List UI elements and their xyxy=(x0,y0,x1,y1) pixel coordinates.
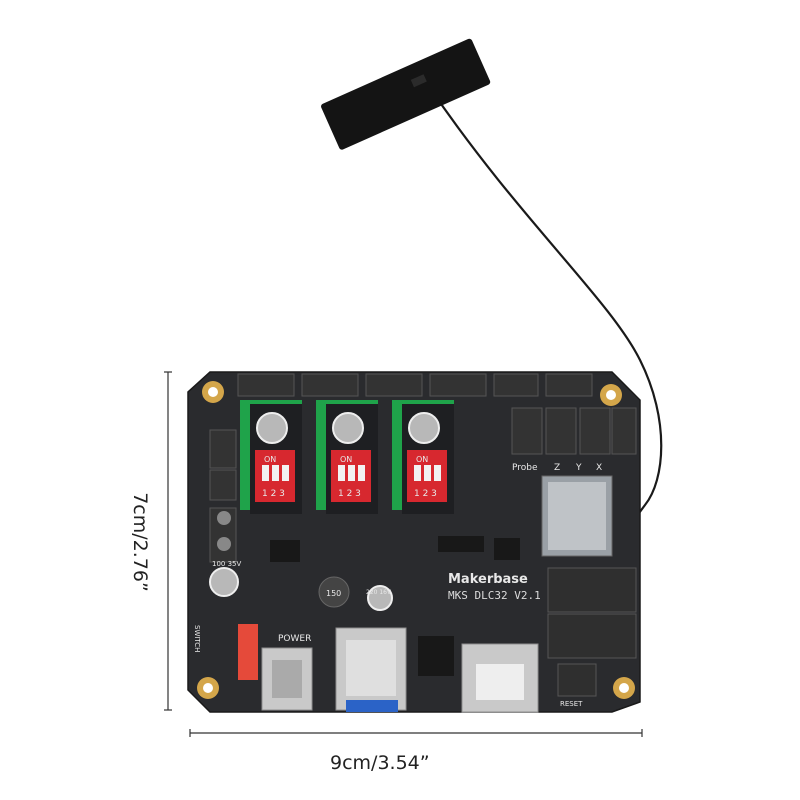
endstop-connectors xyxy=(511,407,637,455)
label-power: POWER xyxy=(278,634,311,644)
stepper-driver-2 xyxy=(316,400,378,514)
esp32-module xyxy=(541,475,613,557)
board-model: MKS DLC32 V2.1 xyxy=(448,589,541,602)
power-switch xyxy=(238,624,258,680)
sd-card-slot xyxy=(461,643,539,713)
inductor-label: 150 xyxy=(326,589,341,598)
ribbon-headers xyxy=(547,567,637,697)
dip-on-3: ON xyxy=(416,455,428,464)
pcb-board xyxy=(187,371,641,713)
cap-label: 100 35V xyxy=(212,560,241,568)
label-reset: RESET xyxy=(560,700,583,708)
stepper-driver-1 xyxy=(240,400,302,514)
label-y: Y xyxy=(575,463,582,473)
dc-power-jack xyxy=(261,647,313,711)
mounting-holes xyxy=(197,381,635,699)
label-probe: Probe xyxy=(512,463,538,473)
top-connector-row xyxy=(237,373,593,397)
dimension-lines xyxy=(164,371,643,737)
dip-numbers-2: 1 2 3 xyxy=(338,489,361,499)
stepper-driver-3 xyxy=(392,400,454,514)
label-z: Z xyxy=(554,463,560,473)
dip-on-2: ON xyxy=(340,455,352,464)
width-dimension-label: 9cm/3.54” xyxy=(330,752,430,774)
cap-label-2: 220 16V xyxy=(366,589,392,596)
wifi-antenna-patch xyxy=(321,38,491,150)
pcb-silkscreen: Makerbase MKS DLC32 V2.1 POWER Probe Z Y… xyxy=(193,455,602,708)
height-dimension-label: 7cm/2.76” xyxy=(129,492,151,592)
dip-numbers-3: 1 2 3 xyxy=(414,489,437,499)
dip-numbers-1: 1 2 3 xyxy=(262,489,285,499)
label-x: X xyxy=(596,463,602,473)
board-brand: Makerbase xyxy=(448,572,528,587)
dip-on-1: ON xyxy=(264,455,276,464)
components xyxy=(209,536,520,676)
usb-port xyxy=(335,627,407,712)
label-switch: SWITCH xyxy=(193,625,201,652)
